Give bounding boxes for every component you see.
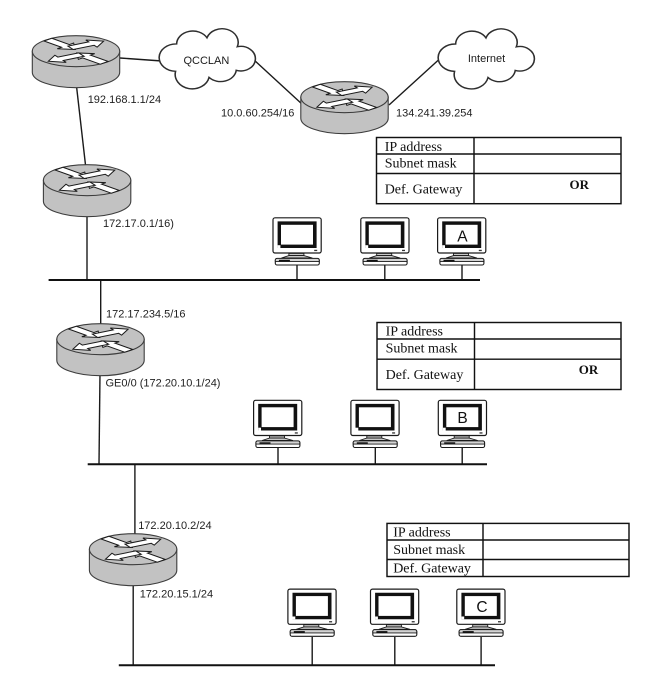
svg-text:192.168.1.1/24: 192.168.1.1/24 — [88, 94, 161, 106]
svg-text:A: A — [457, 228, 468, 245]
svg-text:IP address: IP address — [385, 140, 442, 155]
svg-text:OR: OR — [579, 362, 599, 377]
svg-text:C: C — [476, 599, 487, 616]
svg-text:134.241.39.254: 134.241.39.254 — [396, 108, 472, 120]
svg-text:OR: OR — [570, 177, 590, 192]
svg-text:B: B — [457, 410, 467, 427]
svg-text:172.20.15.1/24: 172.20.15.1/24 — [140, 589, 213, 601]
svg-text:Def. Gateway: Def. Gateway — [393, 561, 471, 576]
svg-text:Subnet mask: Subnet mask — [393, 543, 465, 558]
svg-text:IP address: IP address — [393, 526, 450, 541]
svg-text:172.17.234.5/16: 172.17.234.5/16 — [106, 309, 186, 321]
svg-text:Def. Gateway: Def. Gateway — [385, 182, 463, 197]
svg-text:172.20.10.2/24: 172.20.10.2/24 — [138, 520, 211, 532]
svg-text:Subnet mask: Subnet mask — [386, 342, 458, 357]
svg-text:Internet: Internet — [468, 53, 505, 65]
svg-text:IP address: IP address — [386, 325, 443, 340]
svg-text:Def. Gateway: Def. Gateway — [386, 368, 464, 383]
svg-text:QCCLAN: QCCLAN — [183, 55, 229, 67]
svg-text:Subnet mask: Subnet mask — [385, 157, 457, 172]
svg-text:10.0.60.254/16: 10.0.60.254/16 — [221, 108, 294, 120]
svg-text:172.17.0.1/16): 172.17.0.1/16) — [103, 218, 174, 230]
svg-text:GE0/0 (172.20.10.1/24): GE0/0 (172.20.10.1/24) — [106, 377, 221, 389]
